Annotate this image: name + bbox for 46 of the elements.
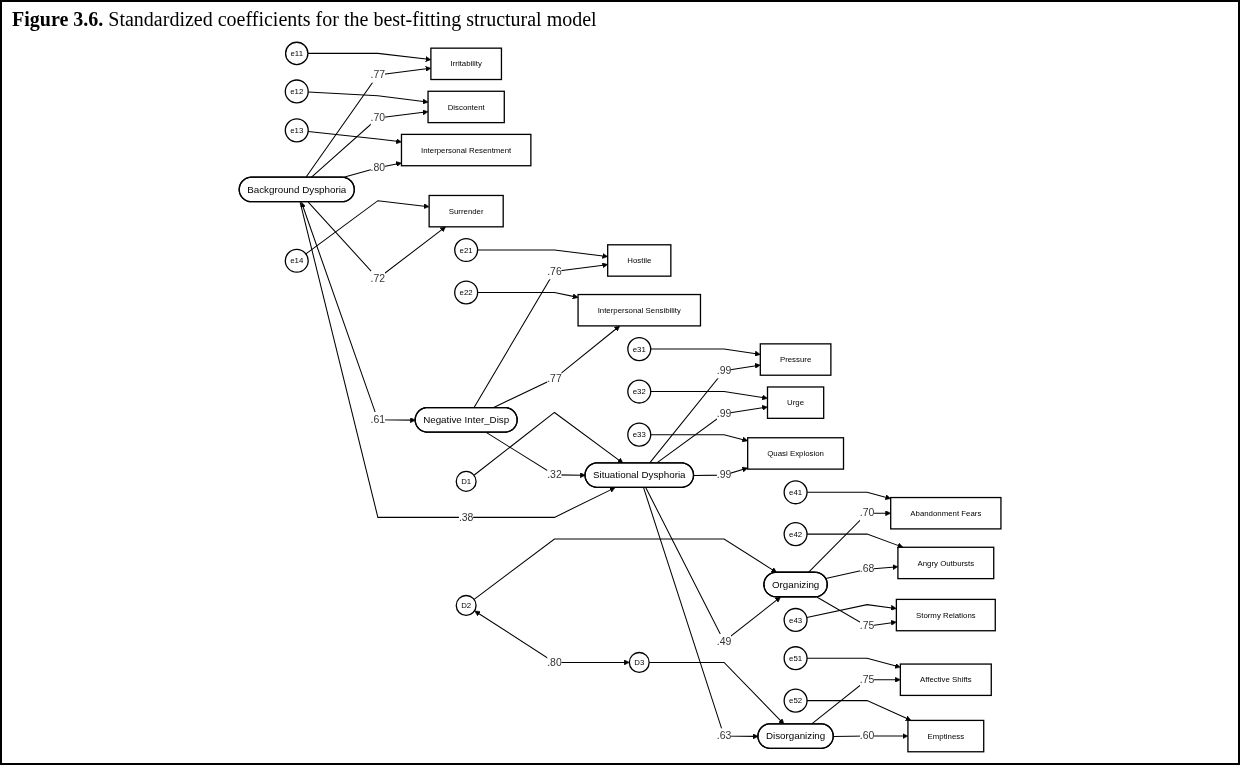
- arrow: [806, 657, 901, 669]
- arrow: [477, 249, 608, 259]
- edge-label: .32: [547, 468, 562, 481]
- edge-label: .80: [370, 161, 386, 174]
- edge-label: .38: [458, 511, 474, 523]
- edge-label: .99: [716, 469, 732, 481]
- edge-label: .63: [716, 730, 732, 742]
- arrow: [806, 604, 897, 619]
- arrow: [299, 201, 616, 518]
- arrow: [485, 431, 586, 479]
- edge-label: .80: [547, 656, 562, 668]
- arrow: [806, 533, 904, 549]
- arrow: [807, 510, 891, 574]
- arrow: [655, 404, 768, 464]
- arrow: [307, 131, 402, 145]
- edge-label: .61: [370, 413, 386, 426]
- arrow: [648, 363, 761, 464]
- edge-label: .75: [859, 673, 875, 685]
- edge-label: .77: [547, 372, 562, 384]
- arrow: [810, 676, 901, 725]
- arrow: [473, 411, 624, 476]
- arrow: [693, 466, 748, 476]
- edge-label: .70: [370, 112, 386, 124]
- edge-label: .70: [859, 507, 875, 519]
- arrow: [650, 434, 748, 443]
- arrow: [806, 491, 891, 501]
- arrow: [806, 700, 912, 721]
- edge-label: .99: [716, 364, 732, 376]
- arrow: [473, 538, 777, 600]
- arrow: [816, 596, 897, 627]
- edge-label: .99: [716, 407, 732, 419]
- edge-label: .49: [716, 635, 732, 647]
- edge-label: .77: [370, 69, 386, 81]
- arrow: [300, 202, 416, 423]
- arrow: [474, 610, 630, 666]
- figure-title: Figure 3.6. Standardized coefficients for the best-fitting structural model: [12, 8, 598, 31]
- edge-label: .60: [859, 730, 875, 742]
- edge-label: .76: [547, 265, 562, 277]
- arrow: [650, 391, 768, 401]
- edge-label: .72: [370, 272, 386, 284]
- edge-label: .75: [859, 620, 875, 632]
- arrow: [473, 262, 608, 409]
- arrow: [650, 348, 761, 357]
- edge-label: .68: [859, 563, 875, 575]
- arrow: [305, 200, 430, 255]
- arrow: [492, 325, 620, 409]
